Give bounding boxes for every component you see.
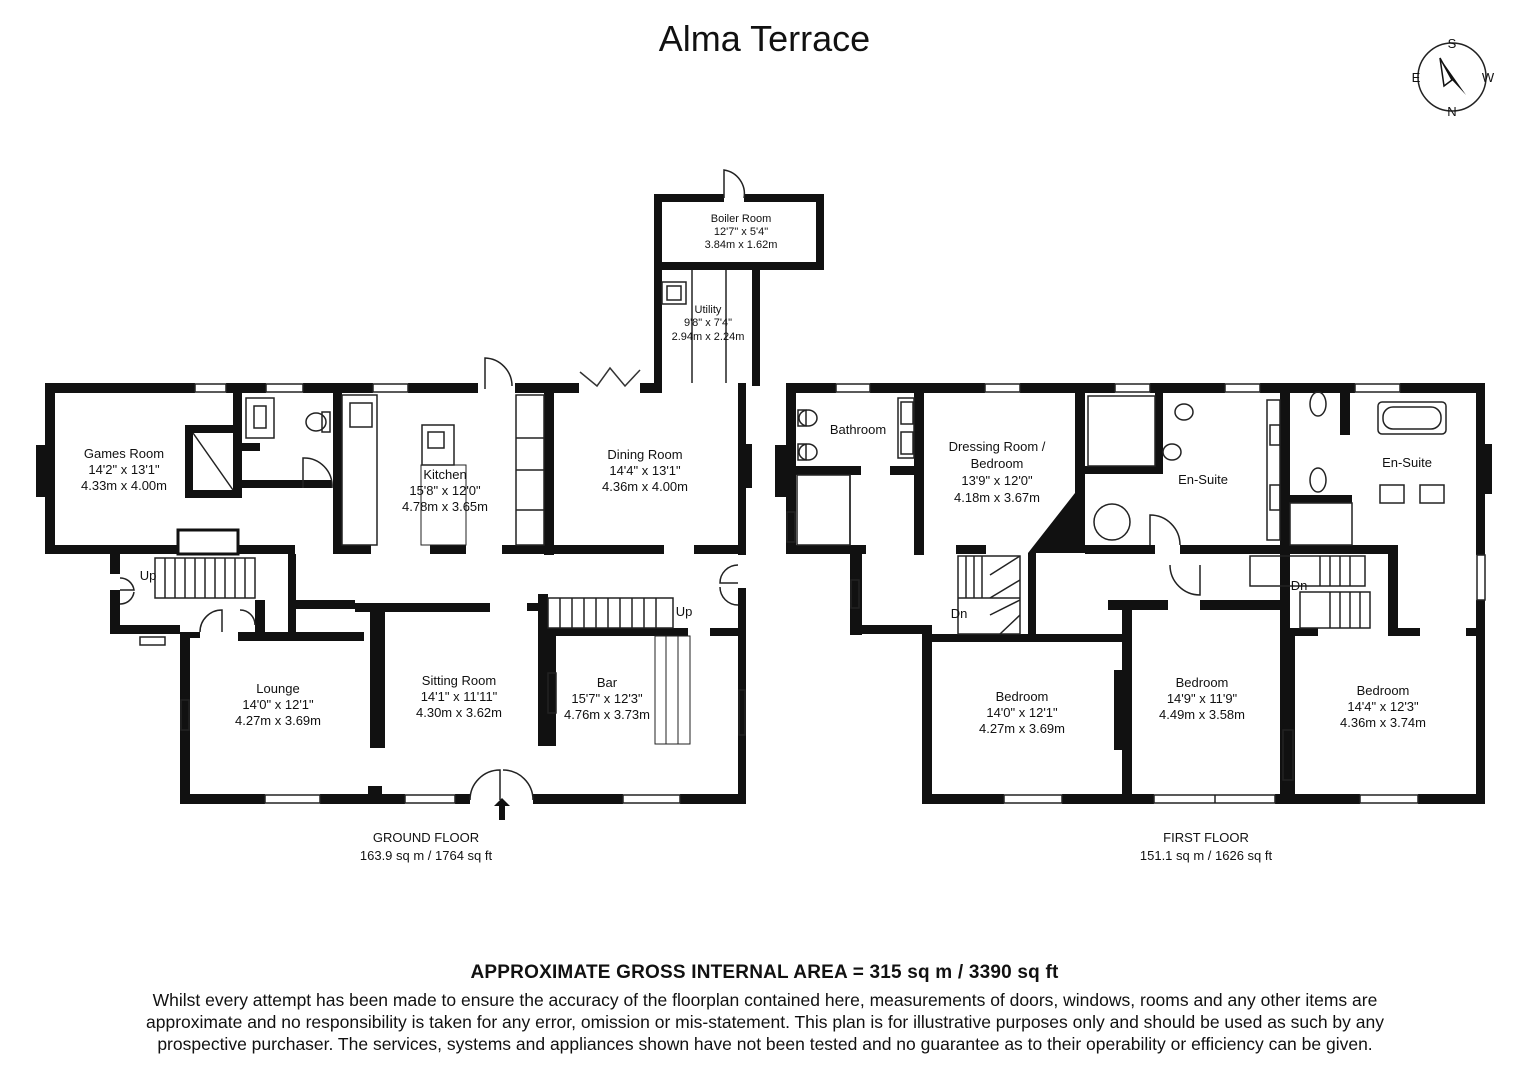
stairs-down-label: Dn [951, 606, 968, 621]
entrance-arrow-icon [494, 798, 510, 820]
floor-label: FIRST FLOOR [1163, 830, 1249, 845]
stairs-up-label: Up [140, 568, 157, 583]
first-floor-fixtures [786, 383, 1486, 804]
room-name: Lounge [256, 681, 299, 696]
room-imperial: 9'8" x 7'4" [684, 317, 732, 329]
room-imperial: 14'0" x 12'1" [986, 705, 1058, 720]
room-name: Utility [695, 304, 722, 316]
compass-w: W [1482, 70, 1495, 85]
floor-area: 163.9 sq m / 1764 sq ft [360, 848, 493, 863]
room-name: Boiler Room [711, 213, 772, 225]
room-imperial: 14'2" x 13'1" [88, 462, 160, 477]
room-metric: 4.27m x 3.69m [979, 721, 1065, 736]
ground-floor-walls [36, 194, 824, 804]
room-name: Dressing Room / [949, 439, 1046, 454]
room-metric: 4.78m x 3.65m [402, 499, 488, 514]
room-imperial: 12'7" x 5'4" [714, 226, 768, 238]
room-metric: 3.84m x 1.62m [705, 239, 778, 251]
room-imperial: 15'7" x 12'3" [571, 691, 643, 706]
disclaimer-text: Whilst every attempt has been made to en… [146, 990, 1384, 1054]
room-imperial: 14'0" x 12'1" [242, 697, 314, 712]
room-metric: 2.94m x 2.24m [672, 331, 745, 343]
room-name: Bedroom [1357, 683, 1410, 698]
ground-floor-labels: Boiler Room 12'7" x 5'4" 3.84m x 1.62m U… [81, 213, 777, 863]
room-name: Bedroom [996, 689, 1049, 704]
room-metric: 4.36m x 4.00m [602, 479, 688, 494]
room-imperial: 15'8" x 12'0" [409, 483, 481, 498]
room-name: Dining Room [607, 447, 682, 462]
first-floor-walls [775, 383, 1492, 804]
stairs-up-label: Up [676, 604, 693, 619]
room-name: Sitting Room [422, 673, 496, 688]
room-name: Bathroom [830, 422, 886, 437]
room-metric: 4.33m x 4.00m [81, 478, 167, 493]
page-title: Alma Terrace [658, 18, 871, 59]
floor-area: 151.1 sq m / 1626 sq ft [1140, 848, 1273, 863]
stairs-down-label: Dn [1291, 578, 1308, 593]
room-name: En-Suite [1178, 472, 1228, 487]
room-metric: 4.76m x 3.73m [564, 707, 650, 722]
room-imperial: 14'1" x 11'11" [421, 689, 498, 704]
compass-n: N [1447, 104, 1456, 119]
floor-label: GROUND FLOOR [373, 830, 479, 845]
room-imperial: 14'4" x 13'1" [609, 463, 681, 478]
compass-icon: S E W N [1412, 36, 1495, 119]
room-metric: 4.18m x 3.67m [954, 490, 1040, 505]
room-name: Games Room [84, 446, 164, 461]
room-name: Bedroom [971, 456, 1024, 471]
room-imperial: 14'4" x 12'3" [1347, 699, 1419, 714]
compass-e: E [1412, 70, 1421, 85]
room-imperial: 14'9" x 11'9" [1167, 691, 1238, 706]
room-metric: 4.49m x 3.58m [1159, 707, 1245, 722]
room-name: Bedroom [1176, 675, 1229, 690]
room-name: Kitchen [423, 467, 466, 482]
ground-floor-fixtures [119, 169, 746, 804]
room-name: En-Suite [1382, 455, 1432, 470]
room-metric: 4.36m x 3.74m [1340, 715, 1426, 730]
room-metric: 4.30m x 3.62m [416, 705, 502, 720]
room-metric: 4.27m x 3.69m [235, 713, 321, 728]
gross-internal-area: APPROXIMATE GROSS INTERNAL AREA = 315 sq… [470, 962, 1059, 983]
room-name: Bar [597, 675, 618, 690]
room-imperial: 13'9" x 12'0" [961, 473, 1033, 488]
compass-s: S [1448, 36, 1457, 51]
first-floor-labels: Bathroom Dressing Room / Bedroom 13'9" x… [830, 422, 1432, 863]
